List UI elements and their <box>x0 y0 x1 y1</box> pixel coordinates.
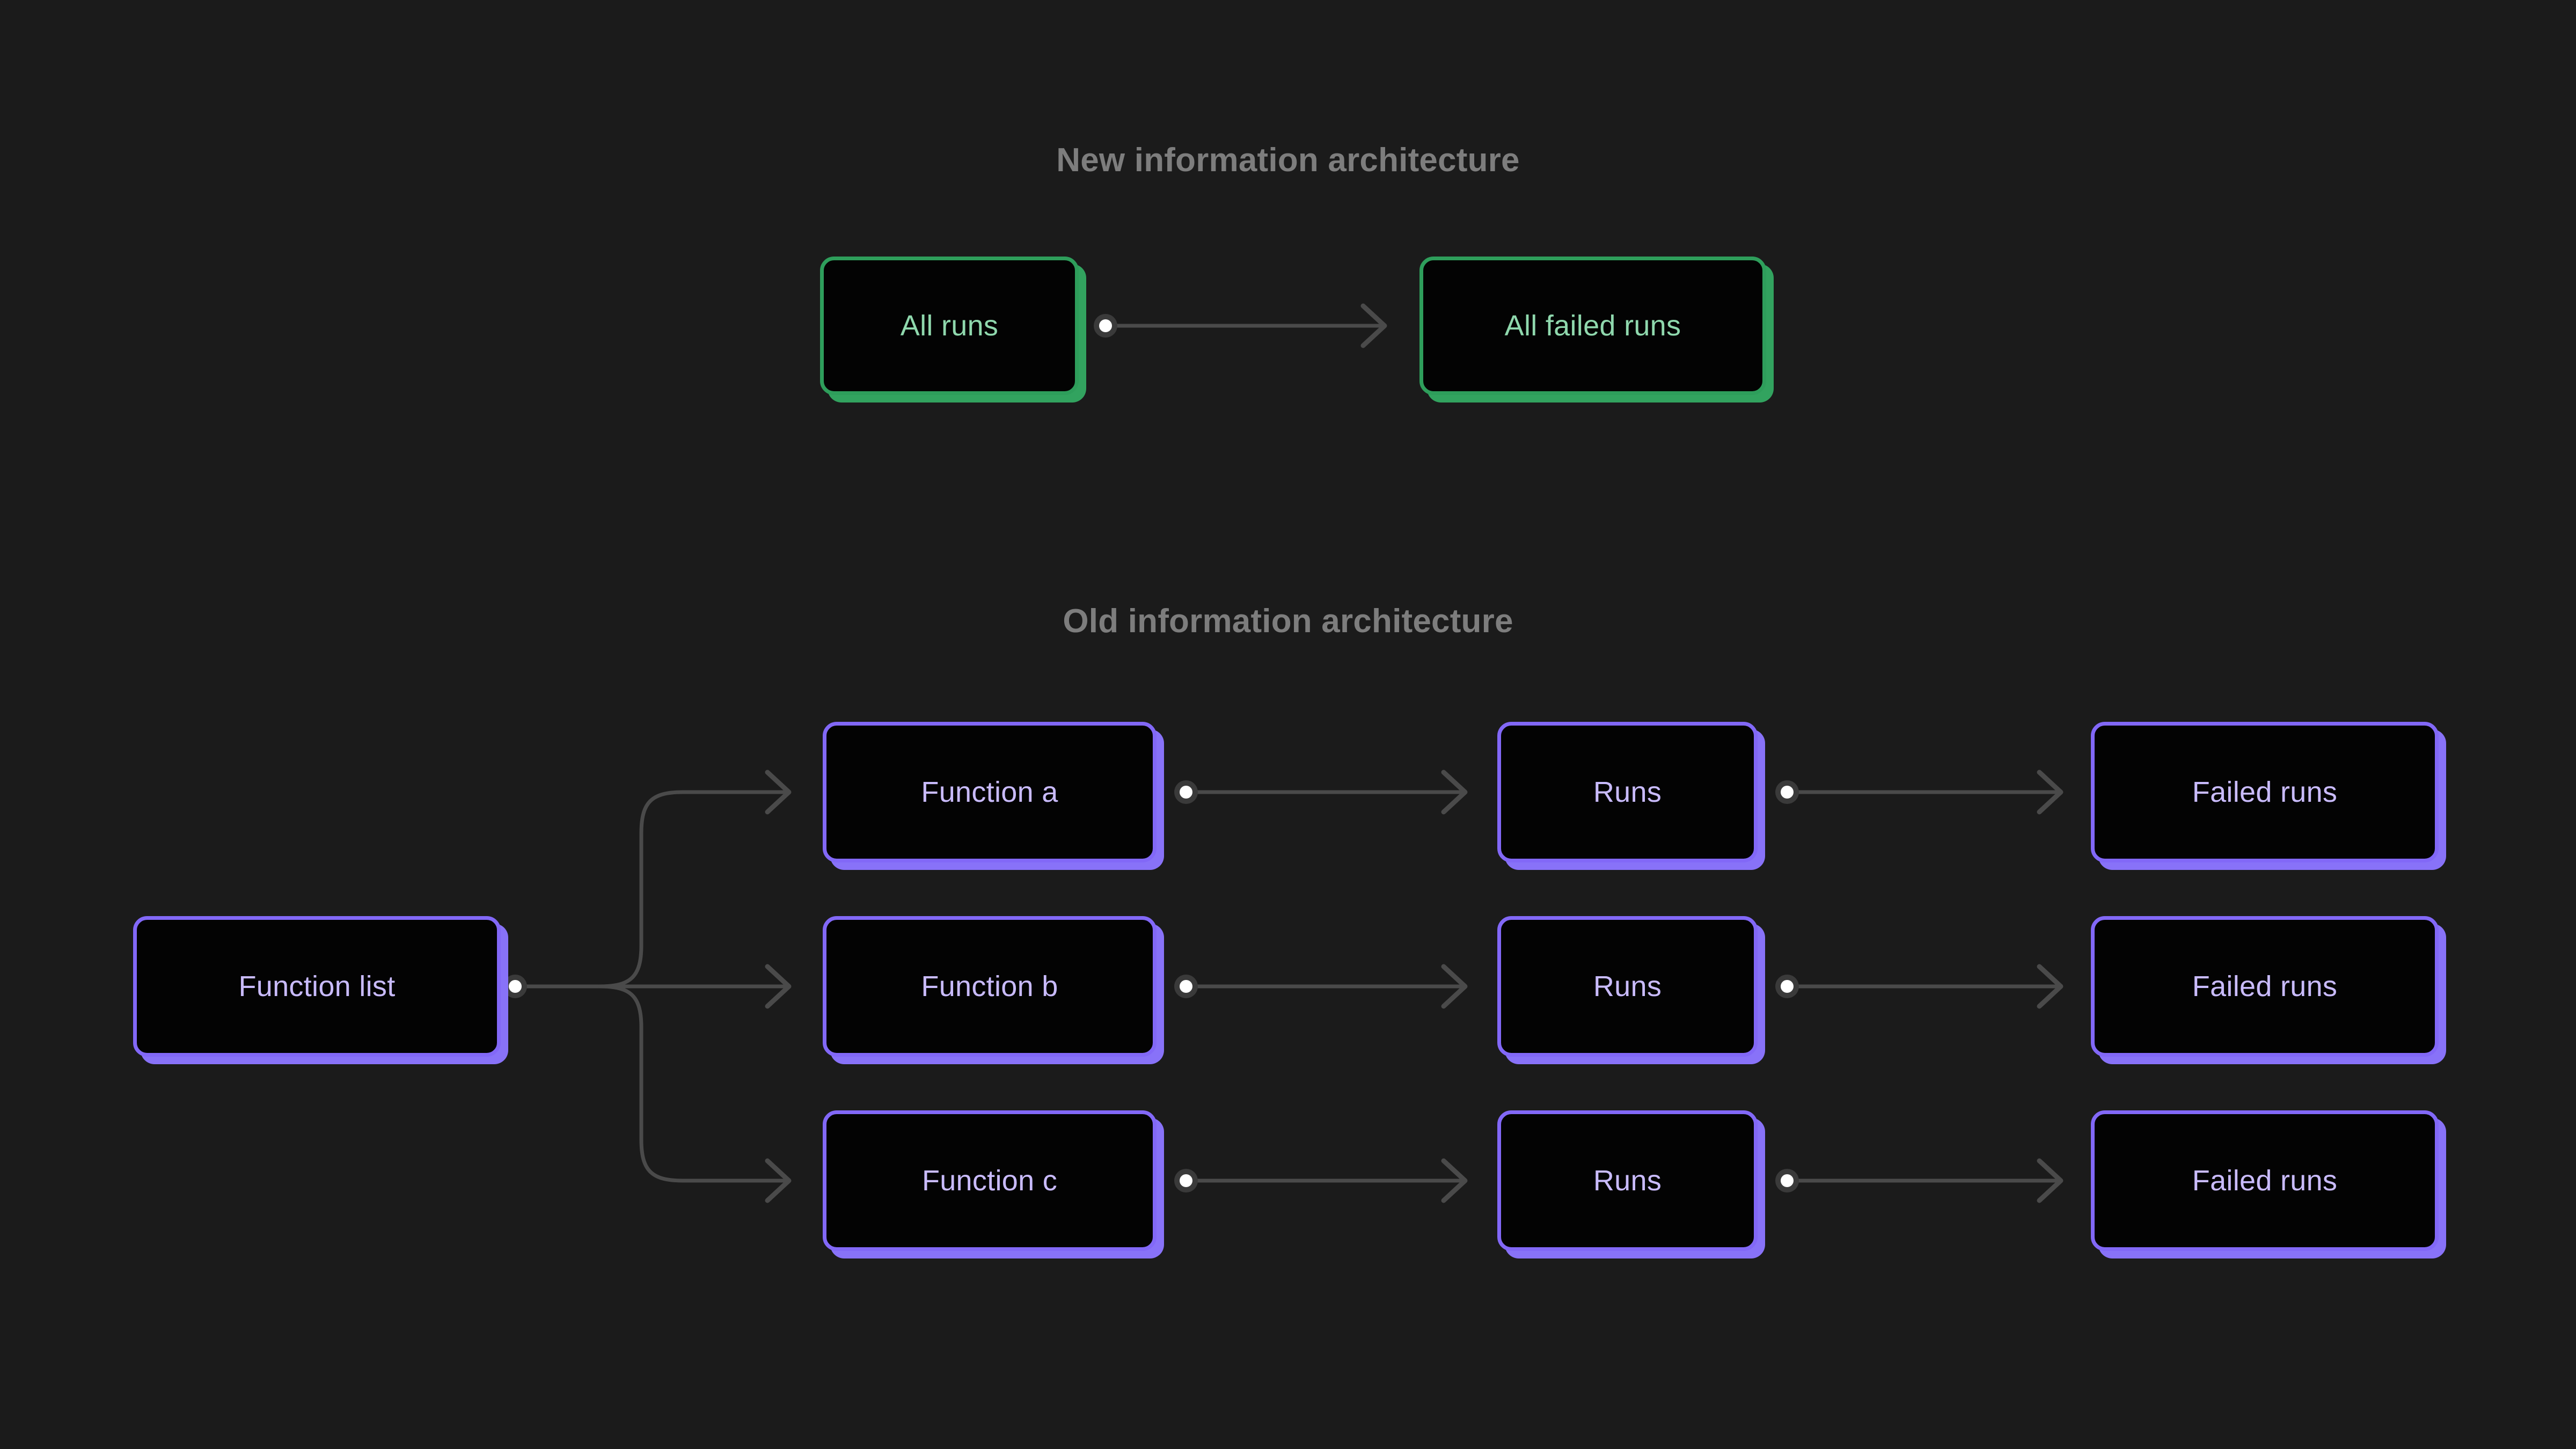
node-function-c[interactable]: Function c <box>823 1110 1157 1251</box>
node-function-b[interactable]: Function b <box>823 916 1157 1057</box>
node-runs-b[interactable]: Runs <box>1497 916 1758 1057</box>
edge-function-b-to-runs-b <box>1174 964 1468 1009</box>
node-function-list[interactable]: Function list <box>133 916 501 1057</box>
node-label: Function b <box>921 970 1058 1002</box>
node-label: Runs <box>1593 776 1662 808</box>
node-label: All failed runs <box>1504 310 1681 342</box>
edge-function-c-to-runs-c <box>1174 1158 1468 1203</box>
node-label: All runs <box>900 310 999 342</box>
section-title-new-architecture: New information architecture <box>1056 142 1520 179</box>
node-label: Failed runs <box>2192 970 2338 1002</box>
edge-origin-ring <box>503 975 527 998</box>
node-label: Function c <box>921 1165 1058 1197</box>
edge-origin-dot <box>509 980 522 993</box>
edge-all-runs-to-all-failed-runs <box>1094 303 1387 348</box>
node-label: Failed runs <box>2192 776 2338 808</box>
node-runs-a[interactable]: Runs <box>1497 722 1758 862</box>
node-label: Runs <box>1593 970 1662 1002</box>
node-failed-runs-a[interactable]: Failed runs <box>2091 722 2439 862</box>
node-failed-runs-c[interactable]: Failed runs <box>2091 1110 2439 1251</box>
edge-function-list-branch <box>503 770 792 1203</box>
node-all-failed-runs[interactable]: All failed runs <box>1419 257 1766 395</box>
edge-origin-dot <box>1099 319 1112 332</box>
node-label: Failed runs <box>2192 1165 2338 1197</box>
node-label: Function list <box>238 970 396 1002</box>
node-all-runs[interactable]: All runs <box>820 257 1079 395</box>
node-function-a[interactable]: Function a <box>823 722 1157 862</box>
edge-function-a-to-runs-a <box>1174 770 1468 815</box>
section-title-old-architecture: Old information architecture <box>1063 603 1513 640</box>
node-label: Function a <box>921 776 1058 808</box>
edge-runs-b-to-failed-runs-b <box>1775 964 2063 1009</box>
node-runs-c[interactable]: Runs <box>1497 1110 1758 1251</box>
node-failed-runs-b[interactable]: Failed runs <box>2091 916 2439 1057</box>
edge-runs-c-to-failed-runs-c <box>1775 1158 2063 1203</box>
node-label: Runs <box>1593 1165 1662 1197</box>
edge-origin-ring <box>1094 314 1117 338</box>
edge-runs-a-to-failed-runs-a <box>1775 770 2063 815</box>
